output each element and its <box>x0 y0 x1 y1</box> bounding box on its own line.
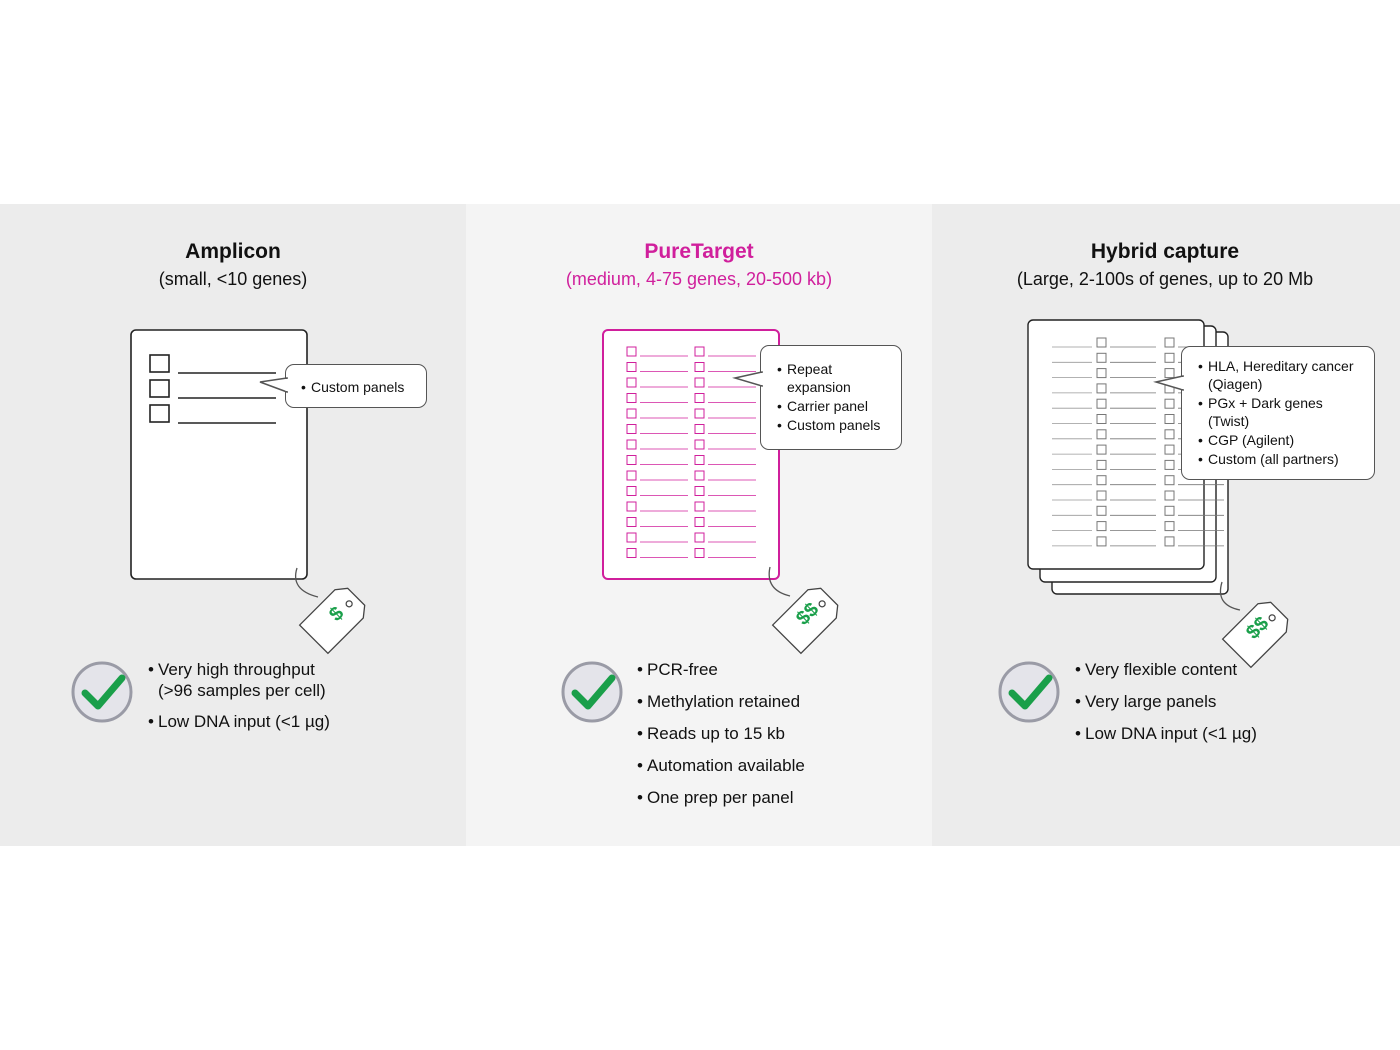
callout-pointer <box>732 371 764 388</box>
checkbox-icon <box>1164 521 1175 532</box>
callout-item: PGx + Dark genes (Twist) <box>1198 394 1338 430</box>
checkbox-icon <box>1164 505 1175 516</box>
checkbox-icon <box>1164 337 1175 348</box>
puretarget-benefits-list: PCR-free Methylation retained Reads up t… <box>637 659 857 819</box>
checkbox-icon <box>1096 521 1107 532</box>
checkbox-icon <box>1164 398 1175 409</box>
checkbox-icon <box>1096 490 1107 501</box>
check-circle-icon <box>561 661 623 723</box>
puretarget-callout-bubble: Repeat expansion Carrier panel Custom pa… <box>760 345 902 450</box>
checkbox-icon <box>626 346 637 357</box>
checkbox-icon <box>1096 337 1107 348</box>
checkbox-icon <box>626 408 637 419</box>
checkbox-icon <box>1164 429 1175 440</box>
benefit-item: One prep per panel <box>637 787 857 808</box>
benefit-item: Very high throughput (>96 samples per ce… <box>148 659 348 701</box>
checkbox-icon <box>1164 490 1175 501</box>
amplicon-subtitle: (small, <10 genes) <box>158 269 308 289</box>
callout-item: HLA, Hereditary cancer (Qiagen) <box>1198 357 1366 393</box>
amplicon-benefits-list: Very high throughput (>96 samples per ce… <box>148 659 348 742</box>
checkbox-icon <box>626 455 637 465</box>
check-circle-icon <box>71 661 133 723</box>
checkbox-icon <box>626 362 637 372</box>
checkbox-icon <box>1096 459 1107 470</box>
checkbox-icon <box>1164 475 1175 486</box>
checkbox-icon <box>1096 368 1107 379</box>
callout-pointer <box>1153 375 1185 392</box>
checkbox-icon <box>1096 383 1107 394</box>
checkbox-icon <box>626 486 637 496</box>
callout-item: Repeat expansion <box>777 360 877 396</box>
hybrid-capture-callout-bubble: HLA, Hereditary cancer (Qiagen) PGx + Da… <box>1181 346 1375 480</box>
hybrid-capture-benefits-list: Very flexible content Very large panels … <box>1075 659 1305 755</box>
benefit-item: Methylation retained <box>637 691 857 712</box>
checkbox-icon <box>694 362 705 372</box>
checkbox-icon <box>626 424 637 434</box>
callout-item: CGP (Agilent) <box>1198 431 1366 449</box>
checkbox-icon <box>626 532 637 543</box>
checkbox-icon <box>1164 368 1175 379</box>
puretarget-title: PureTarget <box>644 240 754 263</box>
checkbox-icon <box>1096 444 1107 455</box>
checkbox-icon <box>694 486 705 496</box>
checkbox-icon <box>626 501 637 512</box>
checkbox-icon <box>1164 459 1175 470</box>
checkbox-icon <box>626 548 637 558</box>
benefit-item: Low DNA input (<1 µg) <box>1075 723 1305 744</box>
checkbox-icon <box>626 470 637 481</box>
price-tag-icon <box>295 567 366 655</box>
amplicon-title: Amplicon <box>185 240 281 263</box>
checkbox-icon <box>694 424 705 434</box>
checkbox-icon <box>1164 536 1175 547</box>
checkbox-icon <box>694 393 705 403</box>
checkbox-icon <box>1096 429 1107 440</box>
checkbox-icon <box>694 548 705 558</box>
checkbox-icon <box>1096 536 1107 547</box>
benefit-item: PCR-free <box>637 659 857 680</box>
callout-item: Custom (all partners) <box>1198 450 1366 468</box>
checkbox-icon <box>626 393 637 403</box>
hybrid-capture-subtitle: (Large, 2-100s of genes, up to 20 Mb <box>1016 269 1314 289</box>
puretarget-subtitle: (medium, 4-75 genes, 20-500 kb) <box>565 269 833 289</box>
checkbox-icon <box>1096 398 1107 409</box>
checkbox-icon <box>1164 414 1175 424</box>
check-circle-icon <box>998 661 1060 723</box>
checkbox-icon <box>694 439 705 450</box>
checkbox-icon <box>694 470 705 481</box>
price-tag-icon <box>768 566 839 655</box>
benefit-item: Very large panels <box>1075 691 1305 712</box>
checkbox-icon <box>149 354 170 423</box>
callout-item: Custom panels <box>301 378 426 396</box>
checkbox-icon <box>626 517 637 527</box>
checkbox-icon <box>1096 414 1107 424</box>
checkbox-icon <box>626 439 637 450</box>
puretarget-panel-sheet-icon <box>602 329 780 580</box>
checkbox-icon <box>626 377 637 388</box>
checkbox-icon <box>694 346 705 357</box>
benefit-item: Low DNA input (<1 µg) <box>148 711 348 732</box>
amplicon-panel-sheet-icon <box>130 329 308 580</box>
amplicon-callout-bubble: Custom panels <box>285 364 427 408</box>
checkbox-icon <box>1164 444 1175 455</box>
callout-item: Custom panels <box>777 416 901 434</box>
benefit-item: Automation available <box>637 755 857 776</box>
checkbox-icon <box>1096 505 1107 516</box>
checkbox-icon <box>694 455 705 465</box>
checkbox-icon <box>1096 352 1107 363</box>
checkbox-icon <box>1096 475 1107 486</box>
checkbox-icon <box>694 532 705 543</box>
hybrid-capture-title: Hybrid capture <box>1090 240 1240 263</box>
checkbox-icon <box>694 408 705 419</box>
callout-item: Carrier panel <box>777 397 901 415</box>
benefit-item: Reads up to 15 kb <box>637 723 857 744</box>
checkbox-icon <box>1164 352 1175 363</box>
checkbox-icon <box>694 501 705 512</box>
callout-pointer <box>259 377 289 394</box>
checkbox-icon <box>694 517 705 527</box>
benefit-item: Very flexible content <box>1075 659 1305 680</box>
checkbox-icon <box>694 377 705 388</box>
